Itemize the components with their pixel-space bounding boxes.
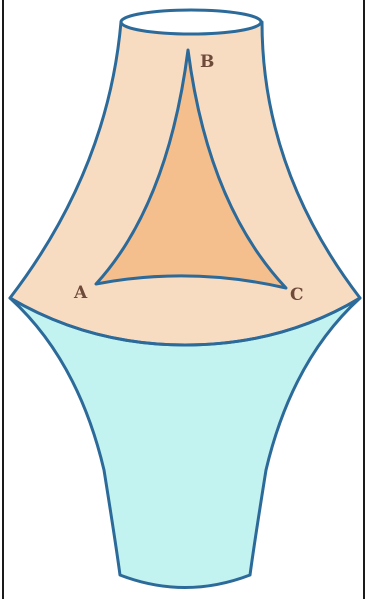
vertex-label-c: C bbox=[290, 285, 304, 305]
waist-seam bbox=[9, 296, 361, 347]
vertex-label-b: B bbox=[200, 52, 214, 72]
vertex-label-a: A bbox=[73, 283, 88, 303]
top-opening bbox=[119, 8, 263, 36]
geodesic-triangle bbox=[94, 48, 288, 290]
